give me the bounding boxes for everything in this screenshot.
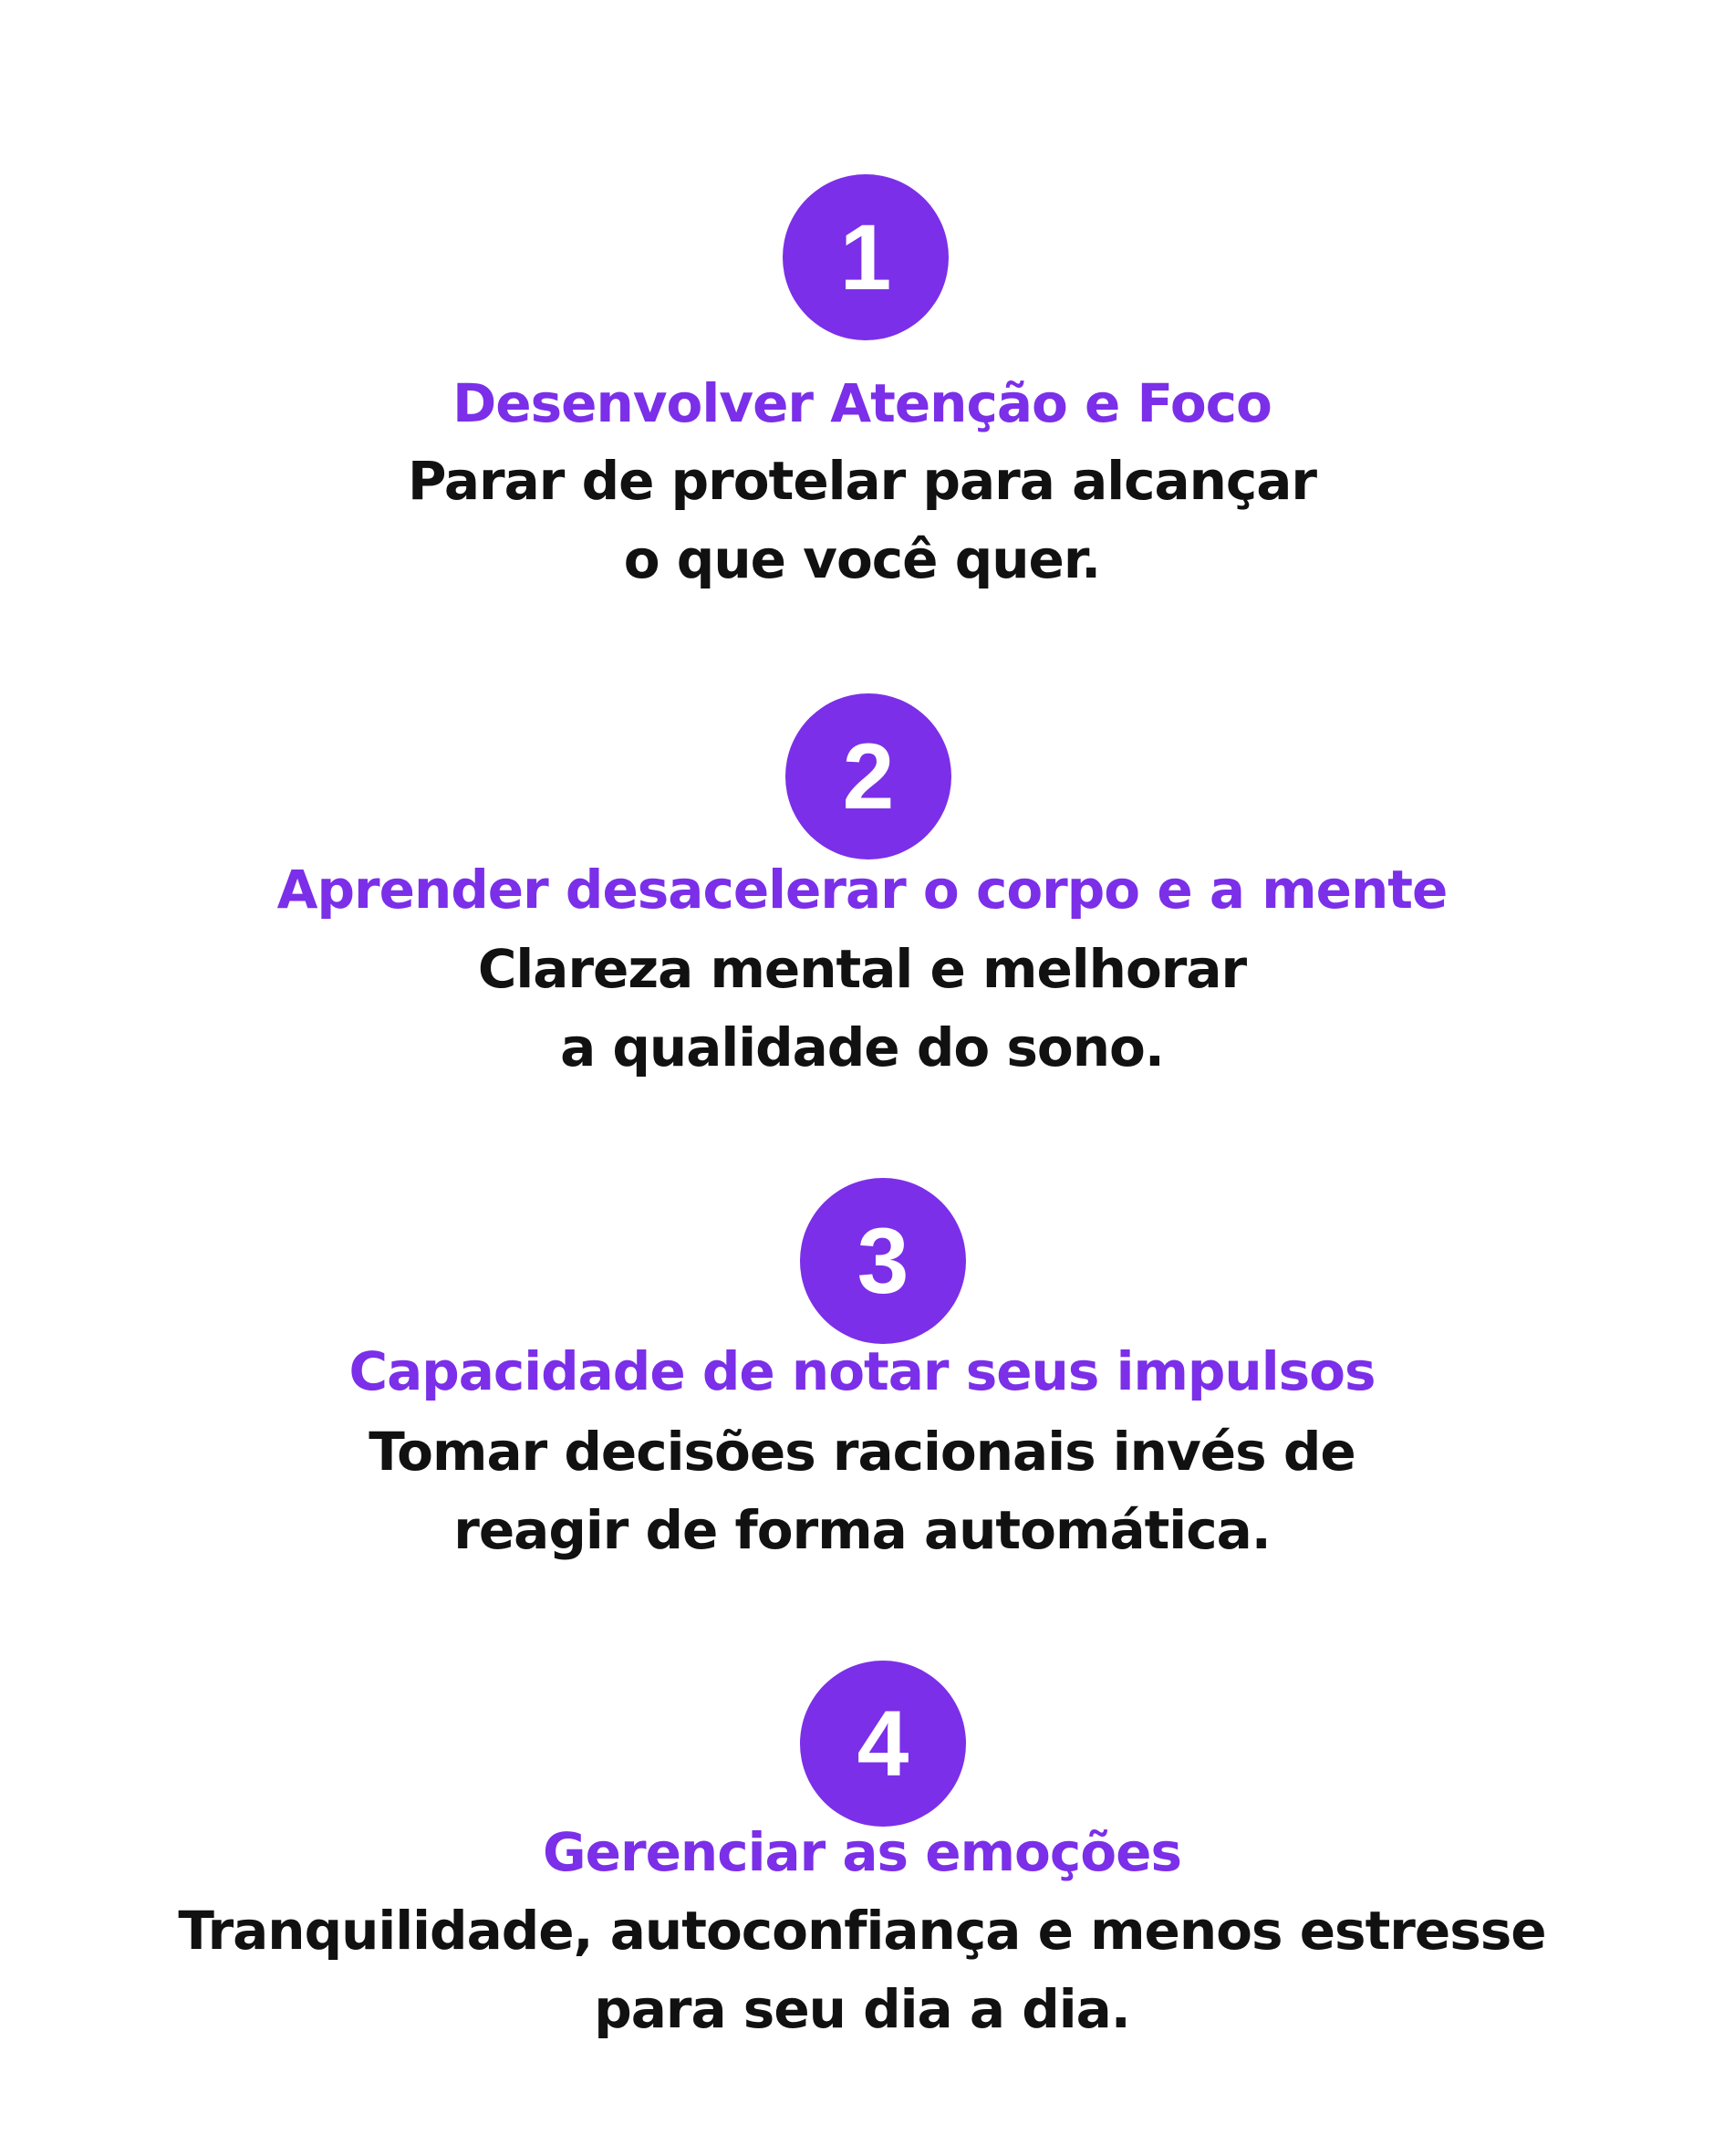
step-2-line-1: Clareza mental e melhorar: [477, 938, 1247, 1000]
step-2-title: Aprender desacelerar o corpo e a mente: [276, 859, 1449, 921]
step-2-description: Clareza mental e melhorar a qualidade do…: [0, 930, 1724, 1087]
step-3-description: Tomar decisões racionais invés de reagir…: [0, 1412, 1724, 1569]
step-1-line-1: Parar de protelar para alcançar: [407, 450, 1317, 512]
step-4-number-badge: 4: [800, 1661, 966, 1827]
step-3-title: Capacidade de notar seus impulsos: [348, 1340, 1376, 1402]
step-2-line-2: a qualidade do sono.: [560, 1016, 1165, 1078]
step-3-line-2: reagir de forma automática.: [453, 1499, 1272, 1561]
step-1-line-2: o que você quer.: [623, 528, 1101, 590]
step-4-title: Gerenciar as emoções: [543, 1821, 1182, 1883]
step-3-line-1: Tomar decisões racionais invés de: [369, 1421, 1355, 1483]
step-1-title: Desenvolver Atenção e Foco: [452, 372, 1272, 434]
step-1-number-badge: 1: [783, 174, 949, 340]
step-2-number-badge: 2: [785, 693, 951, 859]
step-3-number-badge: 3: [800, 1178, 966, 1344]
step-1-description: Parar de protelar para alcançar o que vo…: [0, 442, 1724, 599]
step-4-line-2: para seu dia a dia.: [594, 1978, 1131, 2040]
step-4-description: Tranquilidade, autoconfiança e menos est…: [0, 1891, 1724, 2048]
step-4-line-1: Tranquilidade, autoconfiança e menos est…: [178, 1900, 1546, 1962]
